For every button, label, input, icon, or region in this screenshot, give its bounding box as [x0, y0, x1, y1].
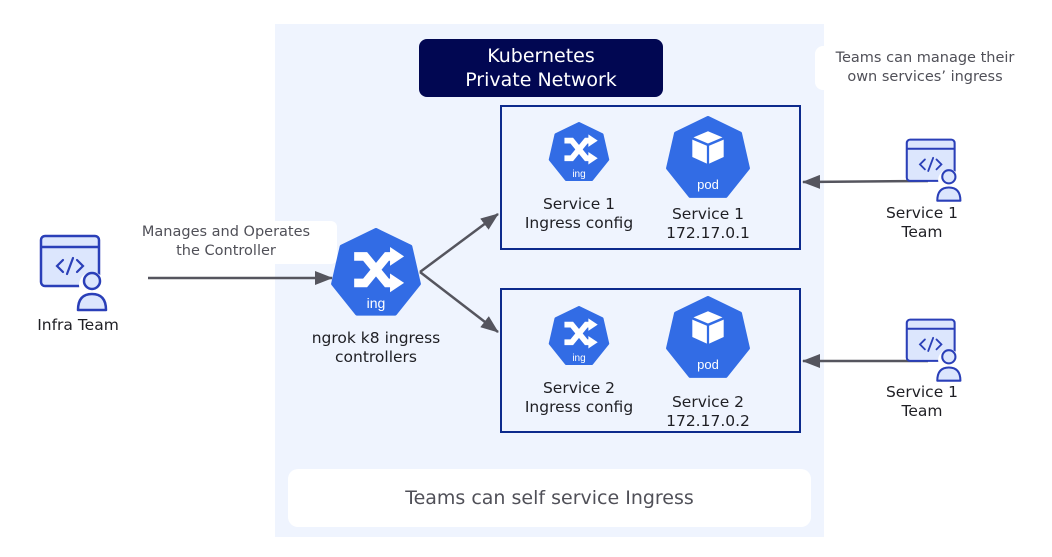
note-line-1: Teams can manage their	[835, 50, 1015, 66]
service-2-ingress-label: Service 2 Ingress config	[509, 379, 649, 417]
title-line-1: Kubernetes	[487, 45, 595, 67]
service-1-pod-icon: pod	[666, 116, 750, 198]
team-1-to-service-1-arrow	[802, 174, 929, 189]
kubernetes-network-title: Kubernetes Private Network	[419, 39, 663, 97]
label-line-1: Service 1	[885, 383, 959, 401]
label-line-1: Service 1	[542, 195, 616, 213]
ingress-controller-icon: ing	[331, 228, 421, 316]
label-line-1: Service 2	[671, 393, 745, 411]
service-1-ingress-icon-text: ing	[572, 169, 585, 180]
controller-to-service-1-arrow	[419, 212, 499, 274]
label-line-2: 172.17.0.2	[666, 412, 750, 430]
controller-label-line-2: controllers	[334, 348, 418, 366]
label-line-2: Team	[901, 402, 943, 420]
label-line-1: Service 2	[542, 379, 616, 397]
infra-team-label: Infra Team	[37, 316, 119, 334]
label-line-1: Service 1	[671, 205, 745, 223]
service-2-pod-icon-text: pod	[697, 357, 719, 372]
service-1-ingress-icon: ing	[548, 122, 610, 182]
service-1-ingress-label: Service 1 Ingress config	[509, 195, 649, 233]
self-service-note: Teams can self service Ingress	[288, 469, 811, 527]
controller-label: ngrok k8 ingress controllers	[296, 329, 456, 367]
label-line-2: Ingress config	[524, 214, 634, 232]
service-2-team-icon	[905, 318, 962, 382]
service-1-pod-label: Service 1 172.17.0.1	[648, 205, 768, 243]
controller-label-line-1: ngrok k8 ingress	[311, 329, 441, 347]
service-2-pod-icon: pod	[666, 296, 750, 378]
service-2-ingress-icon-text: ing	[572, 353, 585, 364]
service-1-pod-icon-text: pod	[697, 177, 719, 192]
service-1-team-icon	[905, 138, 962, 202]
controller-to-service-2-arrow	[419, 271, 499, 333]
infra-team-icon	[39, 234, 108, 312]
note-line-2: own services’ ingress	[847, 69, 1003, 85]
service-2-ingress-icon: ing	[548, 306, 610, 366]
service-2-pod-label: Service 2 172.17.0.2	[648, 393, 768, 431]
service-2-box	[500, 288, 801, 433]
label-line-1: Service 1	[885, 204, 959, 222]
label-line-2: Ingress config	[524, 398, 634, 416]
service-1-team-label: Service 1 Team	[872, 204, 972, 242]
title-line-2: Private Network	[465, 69, 617, 91]
note-line-2: the Controller	[176, 243, 276, 259]
service-1-box	[500, 105, 801, 250]
teams-manage-note: Teams can manage their own services’ ing…	[815, 46, 1035, 90]
controller-icon-text: ing	[367, 295, 386, 311]
label-line-2: 172.17.0.1	[666, 224, 750, 242]
manages-operates-note: Manages and Operates the Controller	[115, 221, 337, 264]
note-line-1: Manages and Operates	[141, 224, 311, 240]
service-2-team-label: Service 1 Team	[872, 383, 972, 421]
label-line-2: Team	[901, 223, 943, 241]
